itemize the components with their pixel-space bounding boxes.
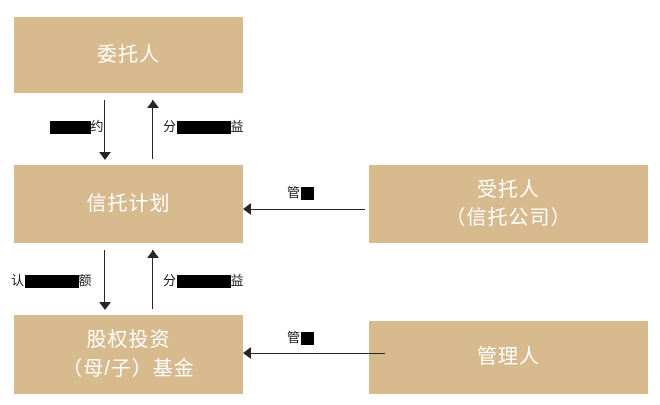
arrow-left-icon-manage-bottom (243, 347, 251, 359)
connector-line-benefit2 (152, 250, 153, 309)
arrow-left-icon-manage-top (243, 203, 251, 215)
edge-label-subscribe-redacted: 认缴出资 (24, 275, 79, 289)
entity-box-equity-fund: 股权投资 （母/子）基金 (14, 315, 243, 394)
edge-label-benefit2: 分配投资收益 (163, 273, 245, 289)
arrow-up-icon-benefit2 (147, 250, 159, 258)
edge-label-contract-redacted: 签订合 (50, 121, 91, 135)
edge-label-benefit2-redacted: 配投资收 (176, 275, 231, 289)
arrow-down-icon-subscribe (99, 302, 111, 310)
edge-label-manage-bottom-redacted: 理 (300, 332, 315, 346)
edge-label-contract-suffix: 约 (90, 119, 105, 134)
entity-label-trust-plan-line1: 信托计划 (86, 192, 171, 215)
arrow-up-icon-benefit (147, 100, 159, 108)
entity-label-settlor-line1: 委托人 (97, 43, 160, 66)
entity-box-manager: 管理人 (369, 321, 648, 394)
connector-line-manage-bottom (247, 353, 385, 354)
entity-label-equity-fund-line1: 股权投资 (86, 329, 171, 352)
entity-box-trustee: 受托人 （信托公司） (369, 165, 648, 243)
edge-label-benefit-redacted: 配信托收 (176, 121, 231, 135)
connector-line-subscribe (104, 250, 105, 309)
edge-label-benefit2-prefix: 分 (163, 273, 177, 288)
entity-box-settlor: 委托人 (14, 17, 243, 93)
edge-label-benefit2-suffix: 益 (230, 273, 245, 288)
edge-label-manage-top: 管理 (287, 185, 315, 201)
edge-label-benefit: 分配信托收益 (163, 119, 245, 135)
entity-box-trust-plan: 信托计划 (14, 165, 243, 243)
edge-label-manage-top-redacted: 理 (300, 187, 315, 201)
entity-label-trustee-line2: （信托公司） (445, 207, 572, 229)
edge-label-subscribe-prefix: 认 (11, 273, 25, 288)
arrow-down-icon-contract (99, 152, 111, 160)
entity-label-trustee-line1: 受托人 (477, 178, 540, 201)
entity-label-manager-line1: 管理人 (477, 346, 540, 369)
connector-line-contract (104, 100, 105, 159)
connector-line-manage-top (247, 209, 365, 210)
edge-label-subscribe-suffix: 额 (78, 273, 93, 288)
edge-label-benefit-suffix: 益 (230, 119, 245, 134)
edge-label-benefit-prefix: 分 (163, 119, 177, 134)
edge-label-subscribe: 认认缴出资额 (11, 273, 93, 289)
edge-label-manage-bottom: 管理 (287, 330, 315, 346)
edge-label-manage-top-prefix: 管 (287, 185, 301, 200)
entity-label-equity-fund-line2: （母/子）基金 (62, 357, 195, 380)
edge-label-contract: 签订合约 (50, 119, 105, 135)
connector-line-benefit (152, 100, 153, 159)
edge-label-manage-bottom-prefix: 管 (287, 330, 301, 345)
